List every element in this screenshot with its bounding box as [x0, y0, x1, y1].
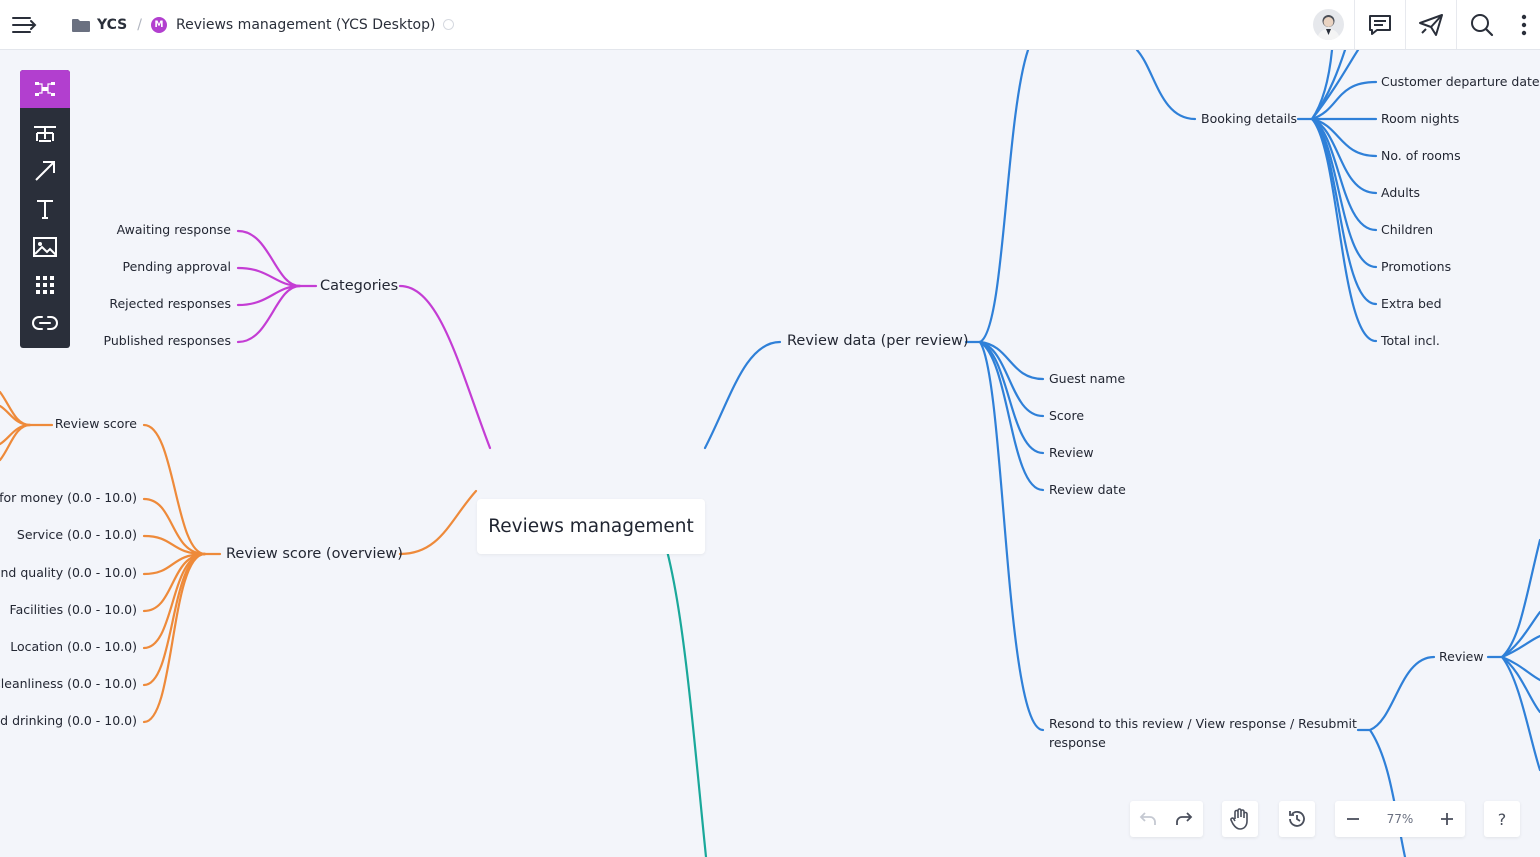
zoom-controls: 77%	[1335, 801, 1465, 837]
search-icon[interactable]	[1464, 9, 1500, 40]
history-control	[1279, 801, 1315, 837]
mindmap-doc-badge: M	[150, 16, 167, 33]
left-toolbar	[20, 70, 70, 348]
history-controls	[1130, 801, 1203, 837]
teal-branch-line	[649, 503, 708, 857]
node-respond-line2: response	[1049, 735, 1106, 750]
node-booking-child[interactable]: Customer departure date	[1381, 74, 1540, 89]
node-booking-details[interactable]: Booking details	[1201, 111, 1298, 126]
node-review-data-child[interactable]: Review date	[1049, 482, 1126, 497]
node-category-child[interactable]: Published responses	[103, 333, 231, 348]
folder-icon	[72, 18, 90, 32]
node-score-child[interactable]: Cleanliness (0.0 - 10.0)	[0, 676, 137, 691]
history-icon[interactable]	[1279, 801, 1315, 837]
mindmap-icon[interactable]	[20, 70, 70, 108]
hand-tool-control	[1222, 801, 1258, 837]
hand-icon[interactable]	[1222, 801, 1258, 837]
node-review-data-child[interactable]: Review	[1049, 445, 1094, 460]
node-category-child[interactable]: Rejected responses	[109, 296, 231, 311]
document-title[interactable]: Reviews management (YCS Desktop)	[175, 16, 436, 33]
node-score-child[interactable]: Facilities (0.0 - 10.0)	[9, 602, 137, 617]
node-score-child[interactable]: nd drinking (0.0 - 10.0)	[0, 713, 137, 728]
review-data-branch-lines	[703, 50, 1540, 857]
node-review-score-overview[interactable]: Review score (overview)	[226, 546, 403, 562]
node-booking-child[interactable]: Children	[1381, 222, 1434, 237]
node-booking-child[interactable]: Total incl.	[1381, 333, 1440, 348]
central-node[interactable]: Reviews management	[477, 499, 705, 554]
node-respond[interactable]: Resond to this review / View response / …	[1049, 714, 1357, 752]
menu-collapse-icon[interactable]	[6, 10, 44, 40]
divider	[1456, 0, 1457, 49]
node-booking-child[interactable]: Extra bed	[1381, 296, 1442, 311]
node-booking-child[interactable]: No. of rooms	[1381, 148, 1461, 163]
help-control: ?	[1484, 801, 1520, 837]
minus-icon[interactable]	[1335, 801, 1371, 837]
breadcrumb: YCS / M Reviews management (YCS Desktop)	[72, 0, 455, 49]
text-icon[interactable]	[20, 190, 70, 228]
node-booking-child[interactable]: Room nights	[1381, 111, 1460, 126]
more-vertical-icon[interactable]	[1512, 9, 1536, 40]
node-score-child[interactable]: Service (0.0 - 10.0)	[16, 527, 137, 542]
breadcrumb-separator: /	[137, 16, 142, 33]
help-button[interactable]: ?	[1497, 809, 1507, 829]
review-score-branch-lines	[0, 390, 478, 724]
node-category-child[interactable]: Pending approval	[122, 259, 231, 274]
node-score-child[interactable]: and quality (0.0 - 10.0)	[0, 565, 137, 580]
zoom-level[interactable]: 77%	[1386, 812, 1414, 826]
link-icon[interactable]	[20, 304, 70, 342]
node-booking-child[interactable]: Promotions	[1381, 259, 1452, 274]
categories-branch-lines	[236, 229, 492, 450]
top-bar: YCS / M Reviews management (YCS Desktop)	[0, 0, 1540, 50]
node-review-data-child[interactable]: Score	[1049, 408, 1085, 423]
arrow-icon[interactable]	[20, 152, 70, 190]
grid-icon[interactable]	[20, 266, 70, 304]
plus-icon[interactable]	[1429, 801, 1465, 837]
node-score-child[interactable]: Location (0.0 - 10.0)	[10, 639, 137, 654]
image-icon[interactable]	[20, 228, 70, 266]
status-circle-icon	[443, 19, 455, 30]
divider	[1405, 0, 1406, 49]
comments-icon[interactable]	[1362, 9, 1398, 40]
redo-icon[interactable]	[1166, 801, 1202, 837]
undo-icon[interactable]	[1130, 801, 1166, 837]
node-categories[interactable]: Categories	[320, 278, 399, 294]
share-send-icon[interactable]	[1413, 9, 1449, 40]
node-booking-child[interactable]: Adults	[1381, 185, 1421, 200]
mindmap-connectors	[0, 50, 1540, 857]
breadcrumb-folder[interactable]: YCS	[97, 16, 128, 33]
divider	[1354, 0, 1355, 49]
avatar[interactable]	[1313, 9, 1344, 40]
mindmap-canvas[interactable]: Reviews management Categories Awaiting r…	[0, 50, 1540, 857]
node-review-score[interactable]: Review score	[54, 416, 137, 431]
node-score-child[interactable]: e for money (0.0 - 10.0)	[0, 490, 137, 505]
node-respond-review[interactable]: Review	[1439, 649, 1484, 664]
node-review-data-child[interactable]: Guest name	[1049, 371, 1126, 386]
node-category-child[interactable]: Awaiting response	[116, 222, 231, 237]
structure-icon[interactable]	[20, 114, 70, 152]
node-respond-line1: Resond to this review / View response / …	[1049, 716, 1357, 731]
node-review-data[interactable]: Review data (per review)	[787, 333, 969, 349]
